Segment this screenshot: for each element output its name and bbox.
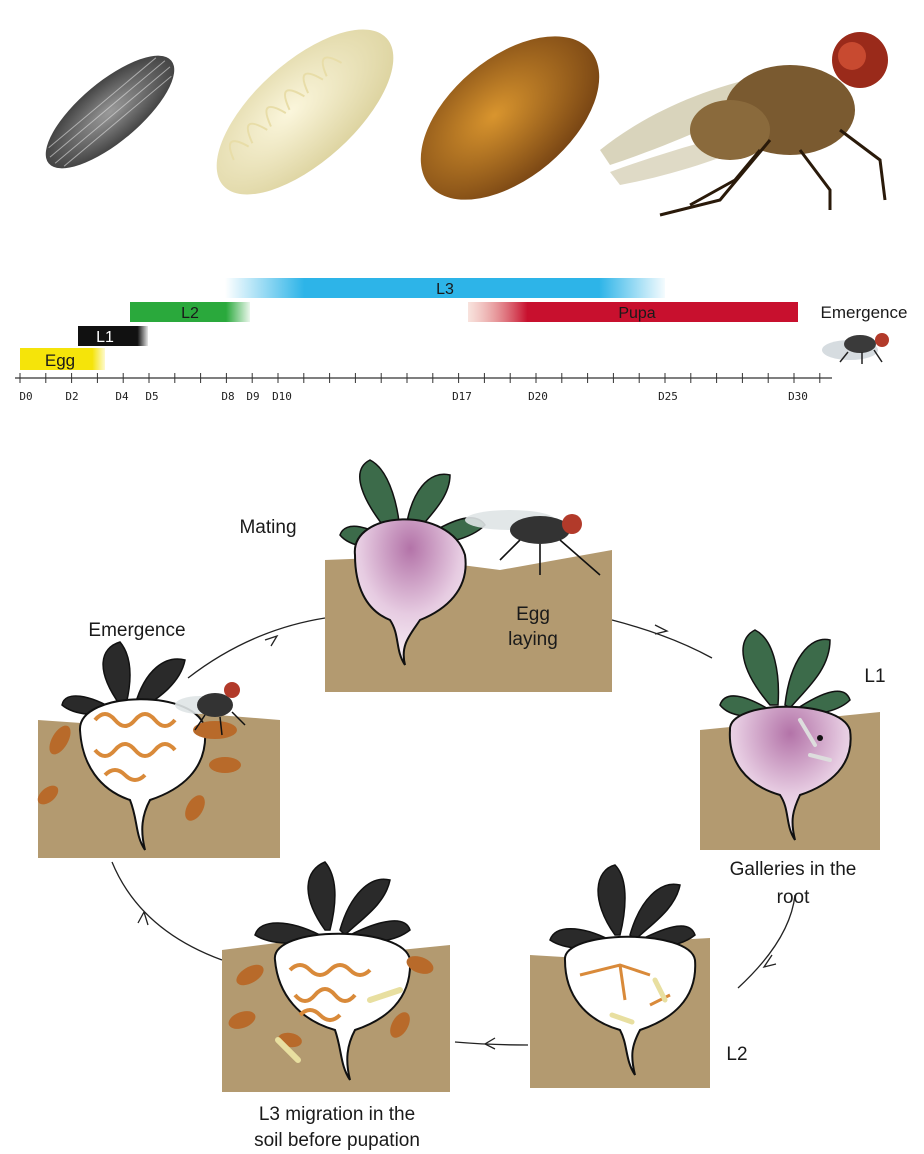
day-label-d2: D2 [65, 390, 78, 403]
emergence-cycle-label: Emergence [88, 620, 185, 641]
panel-l1 [700, 630, 880, 850]
arrow-l3-to-emergence [112, 862, 222, 960]
galleries-label-line1: Galleries in the [730, 859, 857, 880]
galleries-label-line2: root [777, 887, 810, 908]
mating-label: Mating [239, 517, 296, 538]
l3-migration-label-line1: L3 migration in the [259, 1104, 415, 1125]
day-label-d9: D9 [246, 390, 259, 403]
egg-laying-label-line1: Egg [516, 604, 550, 625]
day-label-d5: D5 [145, 390, 158, 403]
panel-egg-laying [325, 460, 612, 692]
arrow-galleries-to-l2 [738, 895, 795, 988]
day-label-d4: D4 [115, 390, 129, 403]
panel-emergence [34, 642, 280, 858]
panel-l3-migration [222, 862, 450, 1092]
l3-migration-label-line2: soil before pupation [254, 1130, 420, 1151]
timeline-label-pupa: Pupa [618, 305, 655, 322]
day-label-d30: D30 [788, 390, 808, 403]
timeline-label-egg: Egg [45, 351, 75, 370]
larva-photo [190, 1, 420, 223]
day-label-d8: D8 [221, 390, 234, 403]
arrow-egglaying-to-l1 [612, 620, 712, 658]
egg-photo [29, 38, 190, 187]
egg-laying-label-line2: laying [508, 629, 558, 650]
panel-l2 [530, 865, 710, 1088]
l1-stage-label: L1 [864, 666, 885, 687]
l2-stage-label: L2 [726, 1044, 747, 1065]
timeline-day-labels: D0 D2 D4 D5 D8 D9 D10 D17 D20 D25 D30 [19, 390, 808, 403]
day-label-d0: D0 [19, 390, 32, 403]
timeline-label-l3: L3 [436, 281, 454, 298]
timeline-label-l1: L1 [96, 329, 114, 346]
day-label-d20: D20 [528, 390, 548, 403]
arrow-l2-to-l3 [455, 1042, 528, 1045]
pupa-photo [391, 5, 629, 232]
day-label-d17: D17 [452, 390, 472, 403]
arrow-emergence-to-mating [188, 618, 325, 678]
day-label-d25: D25 [658, 390, 678, 403]
emergence-timeline-label: Emergence [821, 303, 908, 322]
timeline-label-l2: L2 [181, 305, 199, 322]
adult-fly-photo [600, 32, 888, 215]
small-fly-icon [822, 333, 889, 364]
day-label-d10: D10 [272, 390, 292, 403]
development-timeline: L3 L2 Pupa L1 Egg Emergence D0 D2 D4 D5 D8 D9… [15, 278, 907, 403]
